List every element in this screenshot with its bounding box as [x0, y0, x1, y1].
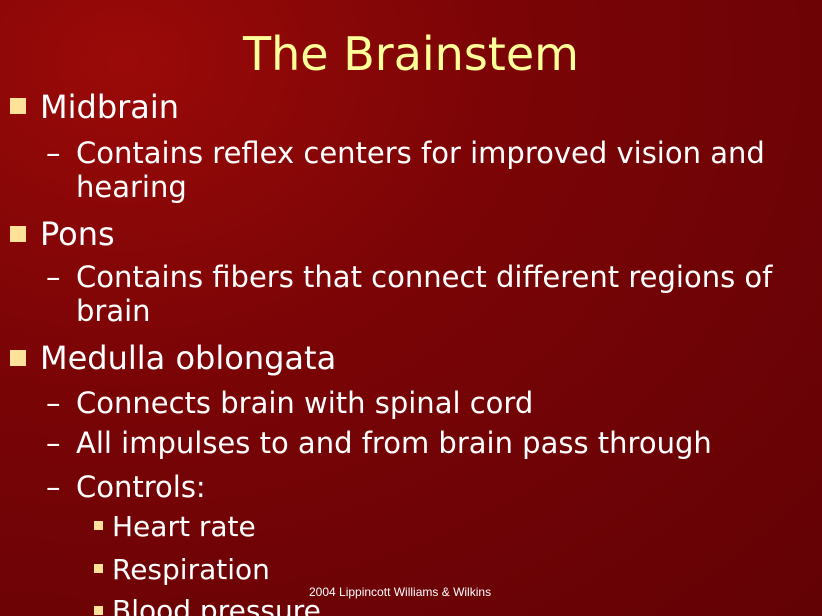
pons-description-cont: brain — [76, 294, 151, 328]
footer-copyright: 2004 Lippincott Williams & Wilkins — [309, 585, 492, 599]
medulla-item-2: All impulses to and from brain pass thro… — [76, 426, 712, 460]
square-bullet-icon — [94, 564, 103, 573]
dash-bullet: – — [46, 470, 61, 504]
dash-bullet: – — [46, 136, 61, 170]
square-bullet-icon — [10, 98, 26, 114]
medulla-item-3: Controls: — [76, 470, 206, 504]
square-bullet-icon — [10, 350, 26, 366]
square-bullet-icon — [94, 606, 103, 615]
section-heading-medulla: Medulla oblongata — [40, 339, 337, 377]
controls-item-blood-pressure: Blood pressure — [112, 594, 321, 616]
midbrain-description-cont: hearing — [76, 170, 187, 204]
slide-title: The Brainstem — [243, 27, 579, 81]
midbrain-description: Contains reflex centers for improved vis… — [76, 136, 765, 170]
controls-item-respiration: Respiration — [112, 553, 270, 586]
section-heading-pons: Pons — [40, 215, 115, 253]
medulla-item-1: Connects brain with spinal cord — [76, 386, 534, 420]
dash-bullet: – — [46, 260, 61, 294]
square-bullet-icon — [10, 226, 26, 242]
section-heading-midbrain: Midbrain — [40, 88, 180, 126]
square-bullet-icon — [94, 521, 103, 530]
controls-item-heart-rate: Heart rate — [112, 510, 256, 543]
dash-bullet: – — [46, 386, 61, 420]
dash-bullet: – — [46, 426, 61, 460]
pons-description: Contains fibers that connect different r… — [76, 260, 773, 294]
